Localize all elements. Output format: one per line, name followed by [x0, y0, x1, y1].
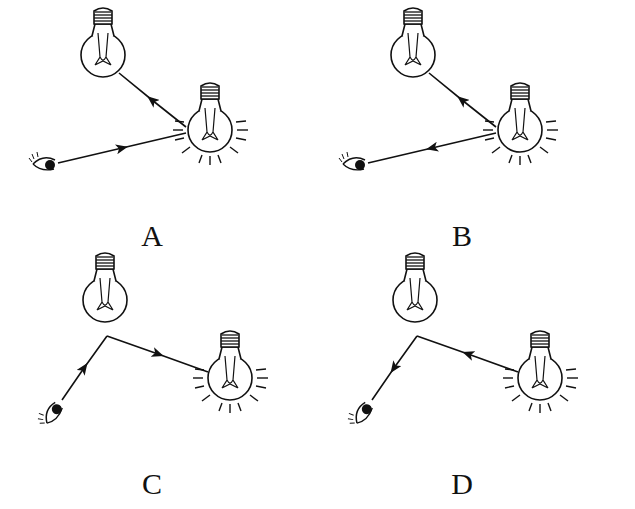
- unlit-bulb: [393, 253, 437, 322]
- light-ray: [58, 133, 186, 163]
- light-ray: [119, 73, 186, 127]
- lit-bulb: [498, 83, 542, 152]
- panel-b: [339, 8, 558, 170]
- lit-bulb: [518, 331, 562, 400]
- panel-c: [35, 253, 268, 430]
- light-ray: [107, 336, 208, 372]
- light-rays: [503, 369, 578, 413]
- light-ray: [62, 336, 107, 400]
- panel-label: C: [142, 469, 162, 499]
- light-rays: [173, 121, 248, 165]
- panel-a: [29, 8, 248, 170]
- eye: [339, 152, 365, 170]
- light-ray: [368, 133, 496, 163]
- light-rays: [483, 121, 558, 165]
- eye: [35, 398, 64, 430]
- unlit-bulb: [83, 253, 127, 322]
- panel-label: B: [452, 221, 472, 251]
- unlit-bulb: [81, 8, 125, 77]
- eye: [29, 152, 55, 170]
- light-ray: [429, 73, 496, 127]
- light-rays: [193, 369, 268, 413]
- eye: [345, 398, 374, 430]
- panel-d: [345, 253, 578, 430]
- panel-label: A: [141, 221, 163, 251]
- light-ray: [372, 336, 417, 400]
- lit-bulb: [188, 83, 232, 152]
- light-ray: [417, 336, 518, 372]
- lit-bulb: [208, 331, 252, 400]
- panel-label: D: [451, 469, 473, 499]
- unlit-bulb: [391, 8, 435, 77]
